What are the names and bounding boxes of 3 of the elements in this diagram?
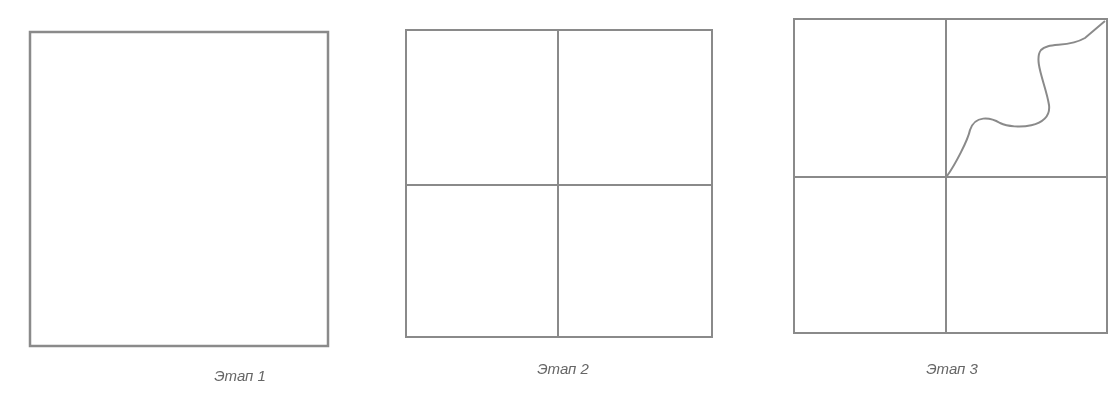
stage-caption: Этап 3 bbox=[926, 360, 978, 377]
stage-caption: Этап 1 bbox=[214, 367, 266, 384]
stage-caption: Этап 2 bbox=[537, 360, 589, 377]
